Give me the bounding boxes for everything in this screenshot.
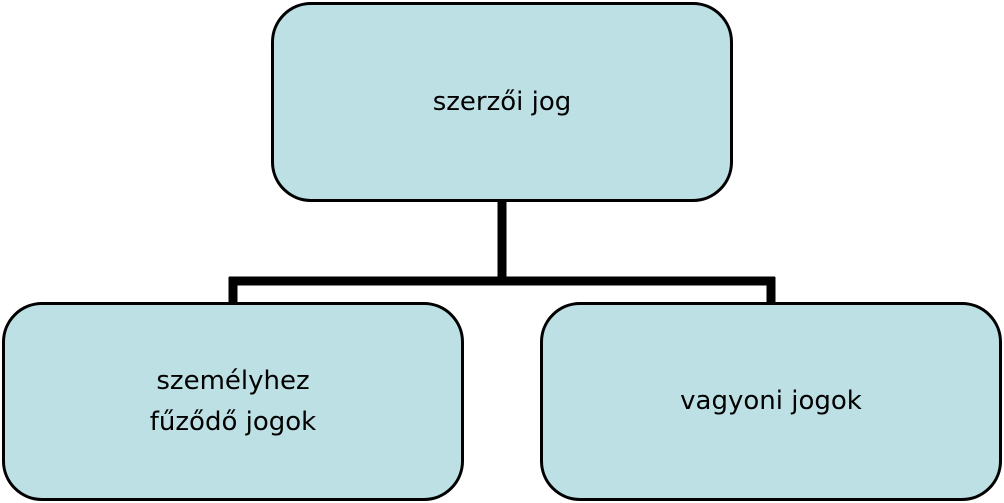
node-root-label: szerzői jog [432, 86, 572, 117]
node-right-label: vagyoni jogok [680, 386, 862, 417]
node-vagyoni-jogok: vagyoni jogok [540, 302, 1002, 501]
node-szerzoi-jog: szerzői jog [271, 2, 733, 202]
node-szemelyhez-fuzodo-jogok: személyhez fűződő jogok [2, 302, 464, 501]
node-left-label: személyhez fűződő jogok [149, 366, 317, 437]
